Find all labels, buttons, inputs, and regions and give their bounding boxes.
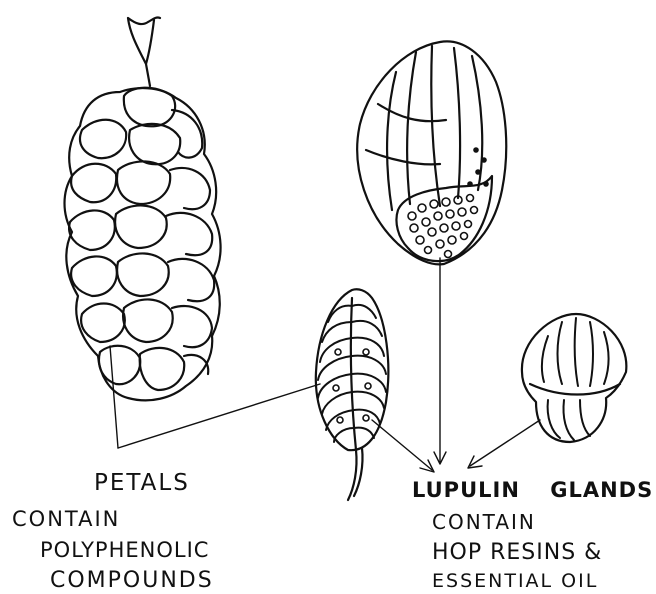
petals-pointer-left [110, 346, 118, 448]
bract-vein [407, 52, 416, 204]
petals-pointer-right [118, 384, 320, 448]
hop-bract [172, 306, 212, 347]
hop-bract [99, 346, 140, 384]
hop-stem [128, 17, 160, 86]
lupulin-label-line3: ESSENTIAL OIL [432, 570, 598, 592]
hop-bract [129, 124, 180, 164]
petals-label-line3: COMPOUNDS [50, 568, 214, 593]
hop-bract [168, 259, 214, 301]
hop-bract [71, 256, 117, 296]
hop-bract [123, 299, 173, 342]
bract-vein [366, 150, 440, 164]
bract-with-lupulin-drawing [357, 41, 506, 264]
bracteole-drawing [316, 289, 388, 500]
hop-bract [80, 120, 126, 158]
petals-label-line2: POLYPHENOLIC [40, 538, 209, 562]
hop-cone-drawing [65, 17, 221, 400]
hop-bract [81, 304, 125, 343]
gland-rim [530, 384, 620, 395]
petals-label-line1: CONTAIN [12, 507, 120, 531]
lupulin-pointer-from-gland [470, 420, 540, 466]
hop-bract [71, 164, 116, 202]
bracteole-stalk [348, 448, 363, 500]
bract-vein [431, 46, 440, 206]
lupulin-pointer-from-leaf [372, 420, 432, 470]
lupulin-label-line2: HOP RESINS & [432, 540, 602, 565]
lupulin-gland-drawing [522, 314, 626, 442]
bract-vein [387, 72, 396, 210]
hop-bract [124, 88, 175, 127]
bract-vein [454, 48, 460, 198]
hop-bract [166, 213, 212, 255]
hop-bract [140, 348, 185, 390]
hop-bract [69, 210, 115, 250]
hop-bract [117, 161, 170, 204]
hop-bract [170, 168, 210, 209]
hop-bract [115, 205, 167, 248]
hop-bract [184, 355, 208, 374]
hop-bract [117, 253, 169, 296]
petals-label-title: PETALS [94, 470, 190, 496]
gland-body-stripes [548, 400, 590, 440]
lupulin-label-line1: CONTAIN [432, 510, 536, 534]
pointer-lines [110, 258, 540, 472]
gland-cap-stripes [542, 318, 609, 386]
lupulin-label-title: LUPULIN GLANDS [412, 478, 653, 502]
